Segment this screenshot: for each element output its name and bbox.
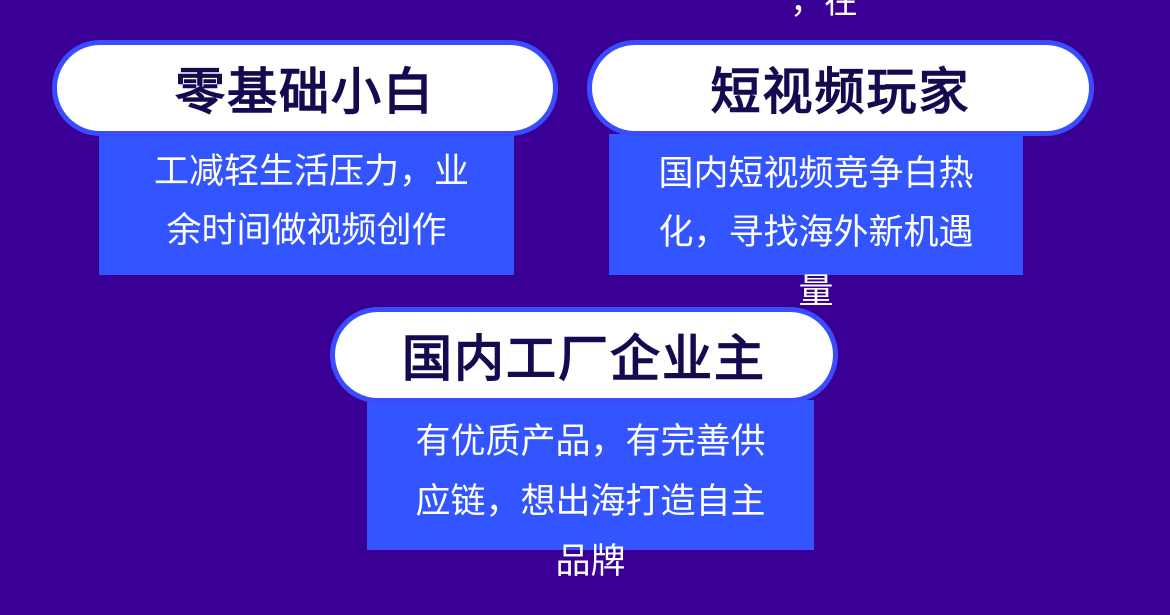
card-1-body: 工减轻生活压力，业 余时间做视频创作 [99, 134, 514, 275]
card-3-line: 有优质产品，有完善供 [415, 422, 766, 462]
card-3-body: 有优质产品，有完善供 应链，想出海打造自主 品牌 [367, 400, 814, 582]
card-2-line: 量 [798, 272, 834, 312]
card-1-line: 余时间做视频创作 [166, 211, 447, 251]
card-3-line: 品牌 [555, 542, 626, 582]
card-3-line: 应链，想出海打造自主 [415, 482, 766, 522]
card-1-line: 工减轻生活压力，业 [153, 152, 469, 192]
card-2-body: 国内短视频竞争白热 化，寻找海外新机遇 量 [609, 134, 1023, 312]
card-2-line: 国内短视频竞争白热 [658, 154, 974, 194]
card-1-title: 零基础小白 [52, 40, 558, 136]
clipped-text: ，在 [790, 0, 858, 22]
card-2-title: 短视频玩家 [587, 40, 1094, 136]
card-2-line: 化，寻找海外新机遇 [658, 213, 974, 253]
card-3-title: 国内工厂企业主 [330, 307, 838, 403]
